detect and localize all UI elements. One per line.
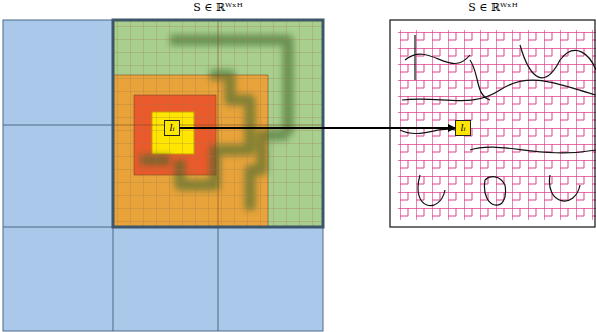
region-border	[113, 20, 323, 227]
mapping-arrow	[180, 127, 455, 129]
location-label: lᵢ	[169, 123, 174, 133]
panel-title: S ∈ ℝᵂˣᴴ	[191, 1, 245, 14]
location-box: lᵢ	[164, 120, 180, 136]
fine-grid	[113, 20, 323, 227]
green-region	[113, 20, 323, 227]
coarse-grid	[3, 20, 323, 331]
panel-title: S ∈ ℝᵂˣᴴ	[466, 1, 520, 14]
location-box: lᵢ	[455, 120, 471, 136]
right-panel	[390, 20, 596, 227]
location-label: lᵢ	[460, 123, 465, 133]
